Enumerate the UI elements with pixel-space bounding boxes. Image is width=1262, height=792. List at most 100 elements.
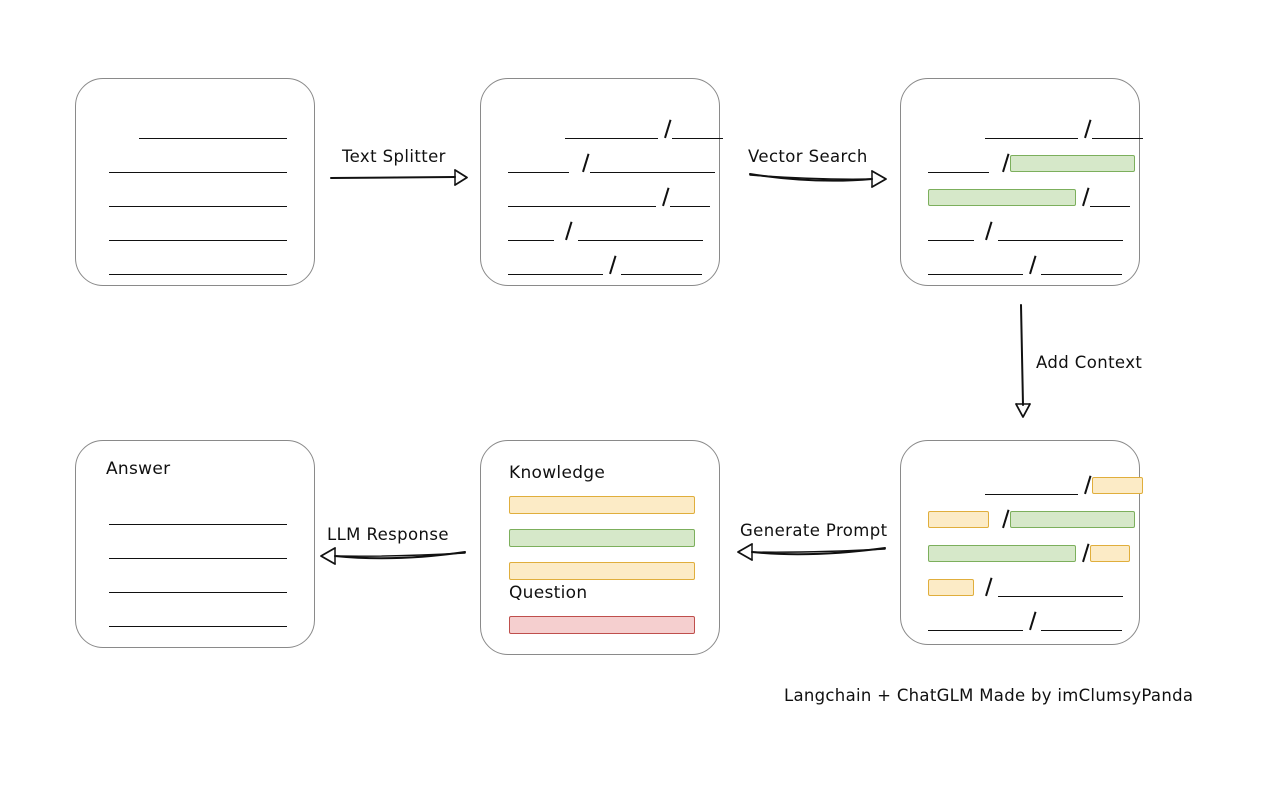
highlight-chunk-yellow (928, 511, 989, 528)
text-line-segment (998, 575, 1123, 597)
knowledge-bar-2 (509, 529, 695, 547)
text-line-segment (508, 185, 656, 207)
arrow-text-splitter (330, 169, 468, 186)
text-line-segment (928, 609, 1023, 631)
question-bar-1 (509, 616, 695, 634)
slash-separator (979, 219, 993, 241)
highlight-chunk-green (1010, 511, 1135, 528)
document-box-context-with-question[interactable] (900, 440, 1143, 645)
text-line-row (508, 117, 723, 139)
slash-separator (576, 151, 590, 173)
question-label: Question (509, 583, 588, 603)
document-box-retrieved-chunks[interactable] (900, 78, 1143, 286)
text-line-row (928, 151, 1135, 173)
arrow-label-text-splitter: Text Splitter (342, 147, 446, 166)
footer-credit: Langchain + ChatGLM Made by imClumsyPand… (784, 686, 1194, 705)
text-line-segment (139, 117, 287, 139)
answer-box-title: Answer (106, 459, 171, 479)
text-line-segment (109, 185, 287, 207)
text-line-row (109, 117, 287, 139)
text-line-row (109, 151, 287, 173)
text-line-segment (109, 571, 287, 593)
slash-separator (1076, 185, 1090, 207)
line-gap (569, 151, 576, 173)
text-line-row (928, 473, 1143, 495)
slash-separator (658, 117, 672, 139)
arrow-vector-search (749, 170, 887, 188)
text-line-segment (1092, 117, 1143, 139)
slash-separator (559, 219, 573, 241)
slash-separator (1078, 473, 1092, 495)
text-line-row (928, 609, 1122, 631)
highlight-chunk-yellow (928, 579, 974, 596)
text-line-row (928, 219, 1123, 241)
highlight-chunk-green (928, 189, 1076, 206)
text-line-segment (928, 151, 989, 173)
arrow-label-add-context: Add Context (1036, 353, 1143, 372)
text-line-segment (109, 605, 287, 627)
text-line-segment (621, 253, 702, 275)
text-line-segment (109, 537, 287, 559)
text-line-row (928, 253, 1122, 275)
arrow-add-context (1015, 304, 1031, 418)
text-line-segment (998, 219, 1123, 241)
arrow-generate-prompt (737, 543, 886, 561)
document-box-split-chunks[interactable] (480, 78, 723, 286)
text-line-row (508, 219, 703, 241)
document-box-source-document[interactable] (75, 78, 315, 286)
slash-separator (996, 151, 1010, 173)
text-line-segment (508, 253, 603, 275)
line-gap (508, 117, 565, 139)
document-box-answer[interactable]: Answer (75, 440, 315, 648)
line-gap (928, 473, 985, 495)
text-line-row (109, 537, 287, 559)
text-line-row (109, 605, 287, 627)
slash-separator (979, 575, 993, 597)
text-line-segment (109, 151, 287, 173)
text-line-row (928, 541, 1130, 563)
text-line-row (928, 575, 1123, 597)
slash-separator (996, 507, 1010, 529)
text-line-row (109, 571, 287, 593)
text-line-segment (1041, 253, 1122, 275)
slash-separator (1076, 541, 1090, 563)
text-line-row (928, 185, 1130, 207)
text-line-segment (928, 253, 1023, 275)
slash-separator (1023, 609, 1037, 631)
slash-separator (1023, 253, 1037, 275)
arrow-llm-response (320, 547, 466, 565)
text-line-row (109, 219, 287, 241)
text-line-row (928, 507, 1135, 529)
highlight-chunk-yellow (1090, 545, 1130, 562)
text-line-segment (109, 253, 287, 275)
text-line-segment (578, 219, 703, 241)
text-line-segment (565, 117, 658, 139)
text-line-segment (672, 117, 723, 139)
text-line-segment (985, 117, 1078, 139)
line-gap (109, 117, 139, 139)
knowledge-bar-3 (509, 562, 695, 580)
arrow-label-generate-prompt: Generate Prompt (740, 521, 888, 540)
text-line-segment (1041, 609, 1122, 631)
highlight-chunk-green (928, 545, 1076, 562)
slash-separator (656, 185, 670, 207)
highlight-chunk-yellow (1092, 477, 1143, 494)
line-gap (928, 117, 985, 139)
knowledge-label: Knowledge (509, 463, 606, 483)
text-line-segment (109, 219, 287, 241)
line-gap (989, 151, 996, 173)
text-line-row (508, 253, 702, 275)
document-box-prompt[interactable]: Knowledge Question (480, 440, 720, 655)
text-line-row (508, 151, 715, 173)
arrow-label-llm-response: LLM Response (327, 525, 449, 544)
slash-separator (1078, 117, 1092, 139)
text-line-row (928, 117, 1143, 139)
text-line-segment (1090, 185, 1130, 207)
text-line-row (109, 503, 287, 525)
text-line-segment (670, 185, 710, 207)
knowledge-bar-1 (509, 496, 695, 514)
text-line-row (109, 253, 287, 275)
slash-separator (603, 253, 617, 275)
arrow-label-vector-search: Vector Search (748, 147, 868, 166)
